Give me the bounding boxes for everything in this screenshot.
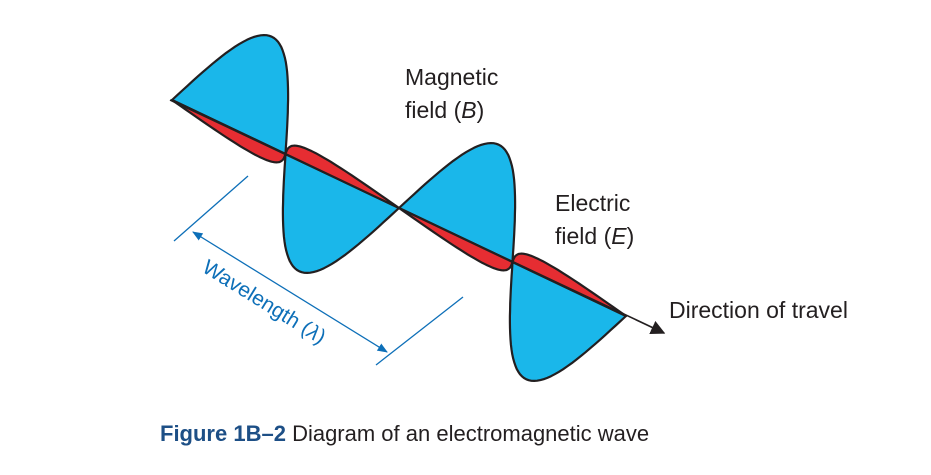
figure-caption: Figure 1B–2 Diagram of an electromagneti…: [160, 421, 649, 447]
magnetic-field-lobe-1: [170, 34, 290, 156]
magnetic-field-lobe-4: [508, 260, 628, 382]
wavelength-arrow: [192, 231, 388, 353]
electric-field-lobe-4: [511, 252, 628, 318]
electric-field-label-line2: field (E): [555, 223, 634, 249]
electric-field-lobe-1: [170, 98, 287, 164]
figure-number: Figure 1B–2: [160, 421, 286, 446]
direction-of-travel-label: Direction of travel: [669, 297, 848, 323]
magnetic-field-label-line2: field (B): [405, 97, 484, 123]
electric-field-label: Electric: [555, 190, 630, 216]
wave-group: [170, 34, 628, 382]
magnetic-field-label: Magnetic: [405, 64, 498, 90]
electric-field-lobe-2: [284, 144, 401, 210]
wavelength-tick-left: [173, 175, 249, 242]
magnetic-field-lobe-3: [397, 142, 517, 264]
caption-text: Diagram of an electromagnetic wave: [292, 421, 650, 446]
wavelength-tick-right: [375, 296, 464, 366]
direction-arrow: [169, 99, 666, 334]
electric-field-lobe-3: [397, 206, 514, 272]
